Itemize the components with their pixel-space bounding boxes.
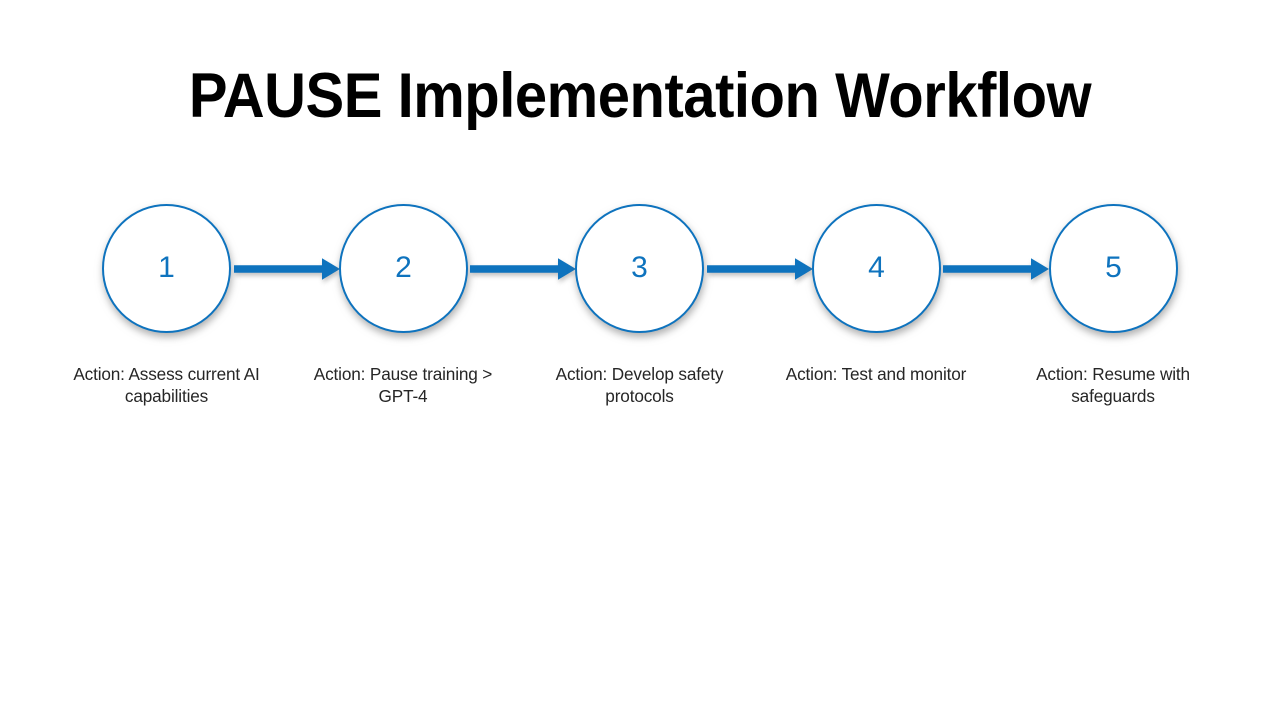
workflow-step-2[interactable]: 2 bbox=[339, 204, 468, 333]
step-caption-2: Action: Pause training > GPT-4 bbox=[313, 364, 493, 406]
step-caption-1: Action: Assess current AI capabilities bbox=[73, 364, 260, 406]
step-caption-4: Action: Test and monitor bbox=[785, 364, 967, 384]
step-number-1: 1 bbox=[158, 250, 175, 284]
step-circle-2 bbox=[339, 204, 468, 333]
workflow-step-1[interactable]: 1 bbox=[102, 204, 231, 333]
step-caption-5: Action: Resume with safeguards bbox=[1036, 364, 1190, 406]
step-number-5: 5 bbox=[1105, 250, 1122, 284]
page-title: PAUSE Implementation Workflow bbox=[188, 61, 1092, 131]
workflow-diagram: 1 2 3 bbox=[0, 204, 1280, 336]
step-circle-1 bbox=[102, 204, 231, 333]
step-number-4: 4 bbox=[868, 250, 885, 284]
step-circle-3 bbox=[575, 204, 704, 333]
step-number-3: 3 bbox=[631, 250, 648, 284]
step-circle-4 bbox=[812, 204, 941, 333]
arrow-right-icon-1 bbox=[234, 256, 340, 282]
step-circle-5 bbox=[1049, 204, 1178, 333]
workflow-step-5[interactable]: 5 bbox=[1049, 204, 1178, 333]
arrow-right-icon-2 bbox=[470, 256, 576, 282]
arrow-right-icon-3 bbox=[707, 256, 813, 282]
workflow-step-4[interactable]: 4 bbox=[812, 204, 941, 333]
step-number-2: 2 bbox=[395, 250, 412, 284]
step-caption-3: Action: Develop safety protocols bbox=[555, 364, 724, 406]
workflow-step-3[interactable]: 3 bbox=[575, 204, 704, 333]
arrow-right-icon-4 bbox=[943, 256, 1049, 282]
